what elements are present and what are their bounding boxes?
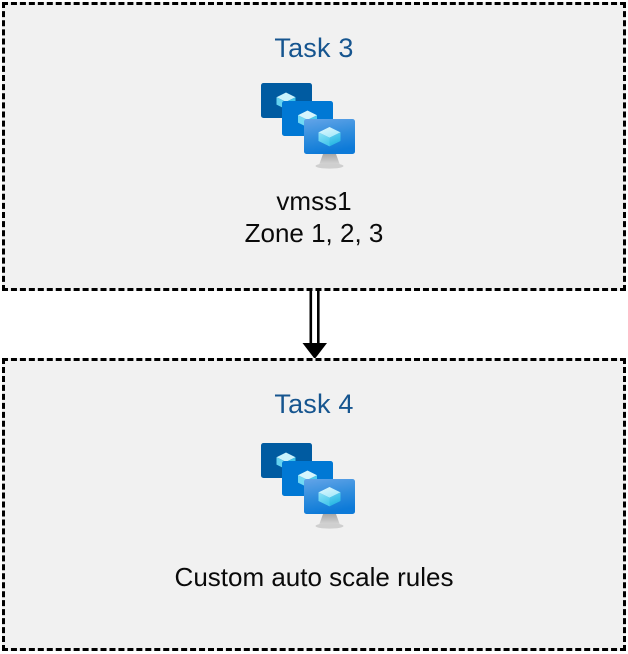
azure-vm-scale-set-icon	[261, 83, 355, 169]
arrowhead-icon	[302, 343, 327, 359]
cube-front	[318, 487, 341, 507]
monitor-stand	[315, 514, 344, 529]
vmss-icon-wrapper-task4	[258, 437, 370, 533]
monitor-stand	[315, 154, 344, 169]
task-title-task3: Task 3	[274, 33, 354, 63]
task-box-task4: Task 4	[2, 358, 626, 651]
task4-caption-block: Custom auto scale rules	[175, 561, 454, 593]
arrow-line-right	[317, 288, 320, 344]
connector-arrow-task3-to-task4	[302, 288, 327, 359]
task3-caption-line1: vmss1	[276, 186, 352, 216]
task3-caption-block: vmss1 Zone 1, 2, 3	[245, 185, 384, 249]
task4-caption-line1: Custom auto scale rules	[174, 562, 454, 592]
vmss-icon-wrapper-task3	[258, 77, 370, 173]
task-box-task3: Task 3	[2, 2, 626, 291]
arrow-line-left	[309, 288, 313, 344]
azure-vm-scale-set-icon	[261, 443, 355, 529]
task-title-task4: Task 4	[274, 389, 354, 419]
task3-caption-line2: Zone 1, 2, 3	[244, 218, 384, 248]
